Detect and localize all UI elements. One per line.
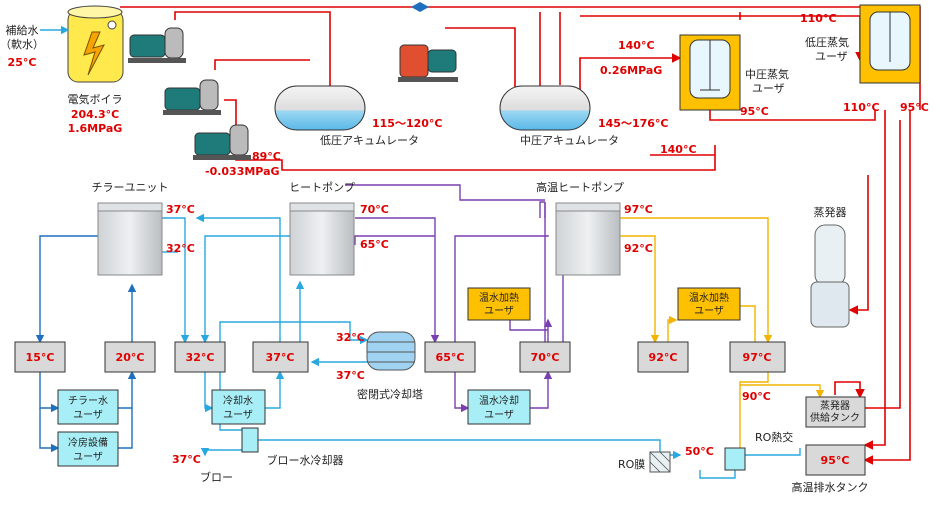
warm-water-lines [345,184,564,413]
mid-user-out-temp: 95°C [740,105,769,118]
ht-heatpump-t-out: 97°C [624,203,653,216]
hot-water-lines [620,217,825,455]
evap-supply-tank [805,396,866,428]
ht-heatpump-name: 高温ヒートポンプ [536,180,624,194]
chiller-t-in: 32°C [166,242,195,255]
tank-70: 70°C [531,351,560,364]
feed-water-temp: 25°C [8,56,37,69]
blow-temp: 37°C [172,453,201,466]
tank-92: 92°C [649,351,678,364]
user-cooling-water-2: ユーザ [223,409,253,421]
ro-t1: 90°C [742,390,771,403]
heatpump-t-in: 65°C [360,238,389,251]
low-pressure-accumulator [274,85,366,131]
heatpump-unit [289,202,355,276]
boiler-temp: 204.3°C [71,108,119,121]
pump-temp: 89°C [252,150,281,163]
blow-label: ブロー [200,470,233,484]
user-warm-heating2-1: 温水加熱 [689,291,729,304]
tower-name: 密閉式冷却塔 [357,387,423,401]
low-user-out-temp: 110°C [843,101,880,114]
blow-cooler [241,427,259,453]
low-steam-user [859,4,921,84]
user-cooling-equip-2: ユーザ [73,451,103,463]
valve-icon [411,2,429,12]
evap-tank-name-2: 供給タンク [810,411,860,424]
pump-2 [163,79,221,115]
user-warm-heating-1: 温水加熱 [479,291,519,304]
mid-acc-name: 中圧アキュムレータ [520,134,619,147]
blow-cooler-name: ブロー水冷却器 [267,453,344,467]
evaporator [810,224,850,328]
tank-20: 20°C [116,351,145,364]
pump-3 [193,124,251,160]
tank-37: 37°C [266,351,295,364]
tank-15: 15°C [26,351,55,364]
tower-t-out: 37°C [336,369,365,382]
ro-hx-label: RO熱交 [755,430,793,444]
feed-water-sub: （軟水） [0,37,44,51]
ht-heatpump-unit [555,202,621,276]
user-warm-heating2-2: ユーザ [694,305,724,317]
user-warm-heating-2: ユーザ [484,305,514,317]
mid-acc-range: 145〜176°C [598,117,669,130]
hot-drain-temp: 95°C [821,454,850,467]
pump-pressure: -0.033MPaG [205,165,280,178]
chiller-name: チラーユニット [92,181,169,194]
lightning-icon [83,31,105,76]
mid-user-return-temp: 140°C [660,143,697,156]
mid-steam-user [679,34,741,111]
tower-t-in: 32°C [336,331,365,344]
user-cooling-equip-1: 冷房設備 [68,436,108,449]
low-user-supply-temp: 110°C [800,12,837,25]
ht-heatpump-t-in: 92°C [624,242,653,255]
ro-membrane-label: RO膜 [618,458,645,471]
heatpump-name: ヒートポンプ [289,181,355,194]
hot-drain-name: 高温排水タンク [792,480,869,494]
user-warm-cooling-1: 温水冷却 [479,394,519,407]
ro-t2: 50°C [685,445,714,458]
user-chiller-water-2: ユーザ [73,409,103,421]
user-boxes [57,287,741,467]
low-user-name-2: ユーザ [815,50,848,63]
user-warm-cooling-2: ユーザ [484,409,514,421]
feed-water-label: 補給水 [6,23,39,37]
user-chiller-water-1: チラー水 [68,395,108,407]
mid-user-supply-temp: 140°C [618,39,655,52]
mid-pressure-accumulator [499,85,591,131]
tank-97: 97°C [743,351,772,364]
electric-boiler [67,5,124,83]
low-acc-range: 115〜120°C [372,117,443,130]
heatpump-t-out: 70°C [360,203,389,216]
evap-tank-name-1: 蒸発器 [820,399,850,412]
boiler-name: 電気ボイラ [68,92,123,106]
ro-heat-exchanger [724,447,746,471]
mid-user-name-1: 中圧蒸気 [745,67,789,81]
chiller-t-out: 37°C [166,203,195,216]
low-user-name-1: 低圧蒸気 [805,35,849,49]
hot-drain-tank [805,444,866,476]
evaporator-name: 蒸発器 [814,205,847,219]
boiler-pressure: 1.6MPaG [68,122,123,135]
tank-65: 65°C [436,351,465,364]
pump-1 [128,27,186,63]
low-acc-name: 低圧アキュムレータ [320,134,419,147]
compressor [398,44,458,82]
mid-user-name-2: ユーザ [752,82,785,95]
low-user-drain-temp: 95°C [900,101,929,114]
chiller-unit [97,202,163,276]
closed-cooling-tower [366,331,416,371]
tank-row [14,341,786,373]
cold-water-lines [35,235,137,453]
user-cooling-water-1: 冷却水 [223,394,253,407]
tank-32: 32°C [186,351,215,364]
mid-user-pressure: 0.26MPaG [600,64,662,77]
